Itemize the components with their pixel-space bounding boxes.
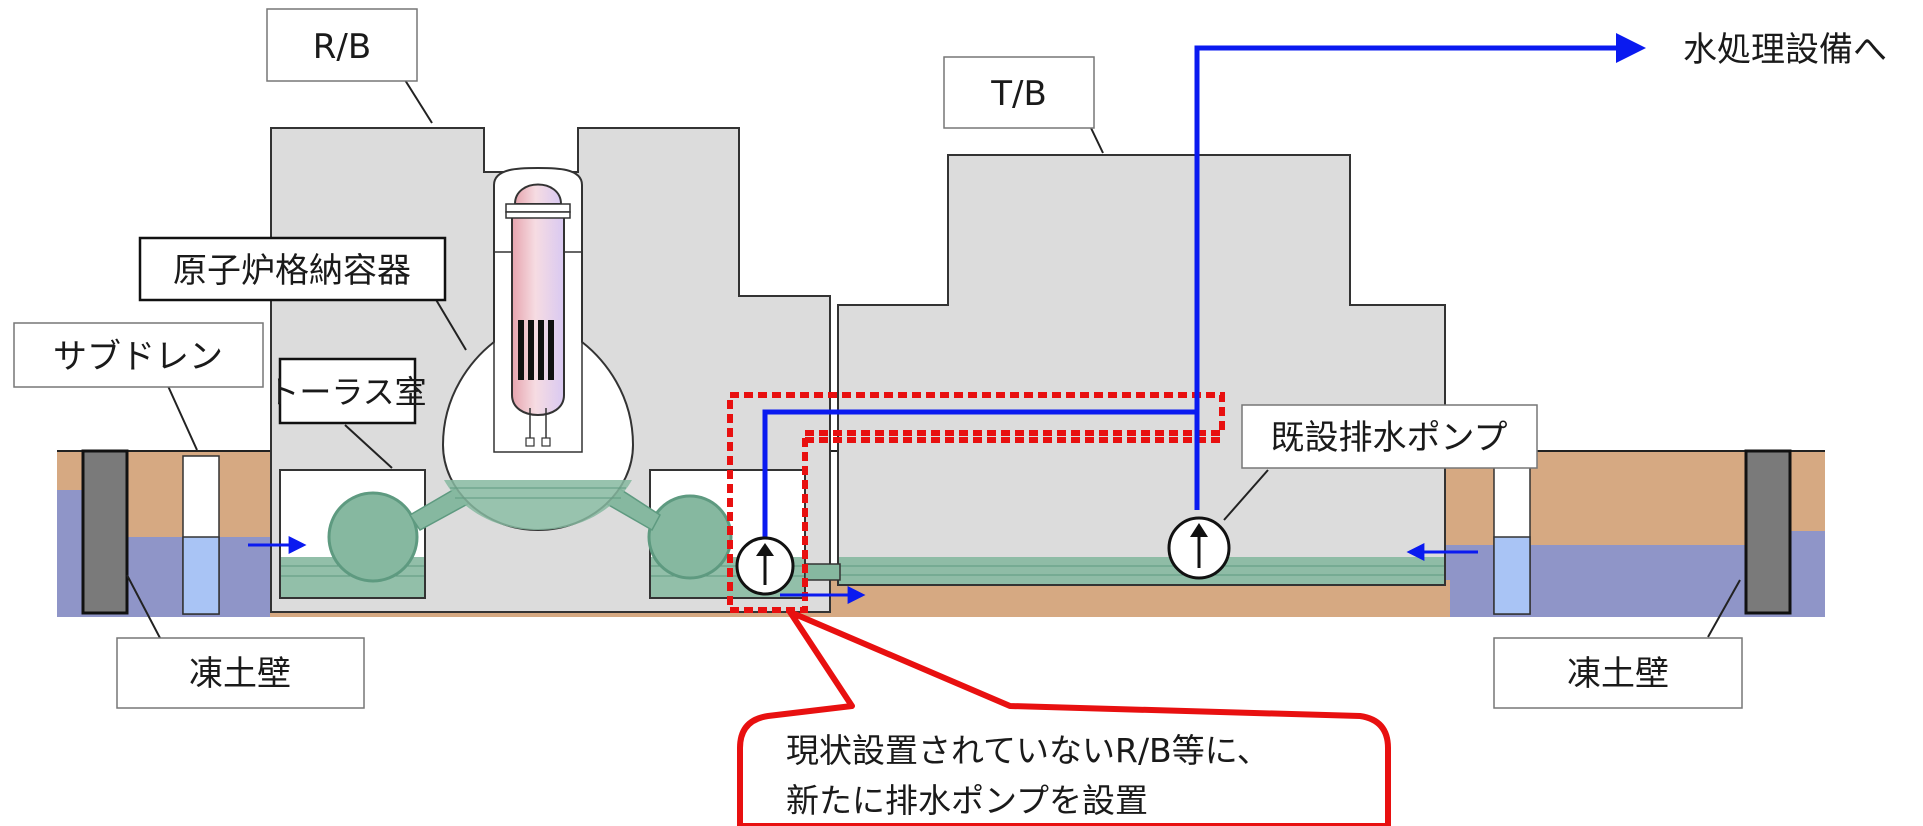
frozen-wall-right [1744,449,1792,615]
highlight-dashed-outline [727,392,1225,613]
label-rb: R/B [266,8,418,82]
label-frozen-wall-left-text: 凍土壁 [189,654,291,694]
label-tb: T/B [943,56,1095,129]
existing-drain-pump [1167,516,1231,580]
label-rb-text: R/B [313,27,371,67]
frozen-wall-left [81,449,129,615]
label-subdrain: サブドレン [13,322,264,388]
label-existing-pump: 既設排水ポンプ [1241,404,1538,469]
label-existing-pump-text: 既設排水ポンプ [1271,418,1508,458]
subdrain-right [1493,455,1531,615]
label-frozen-wall-right: 凍土壁 [1493,637,1743,709]
label-containment-text: 原子炉格納容器 [173,251,411,291]
connection-duct [804,563,841,581]
turbine-building-water [839,557,1444,584]
label-water-treatment: 水処理設備へ [1683,30,1887,70]
leader-lines [126,79,1741,639]
label-torus-text: トーラス室 [267,373,426,411]
turbine-building [837,154,1446,586]
label-frozen-wall-right-text: 凍土壁 [1567,654,1669,694]
callout-bubble: 現状設置されていないR/B等に、 新たに排水ポンプを設置 [737,609,1391,826]
label-frozen-wall-left: 凍土壁 [116,637,365,709]
discharge-pipe-new [762,409,1197,540]
torus-room-left [279,469,426,599]
callout-line-2: 新たに排水ポンプを設置 [786,781,1148,820]
label-tb-text: T/B [990,74,1047,114]
discharge-pipe-main [1194,33,1646,510]
label-torus: トーラス室 [267,357,427,425]
subdrain-left [182,455,220,615]
reactor-pressure-vessel [505,183,571,447]
label-subdrain-text: サブドレン [53,337,223,377]
label-containment: 原子炉格納容器 [138,236,447,302]
new-drain-pump [735,536,795,596]
callout-line-1: 現状設置されていないR/B等に、 [786,731,1270,770]
